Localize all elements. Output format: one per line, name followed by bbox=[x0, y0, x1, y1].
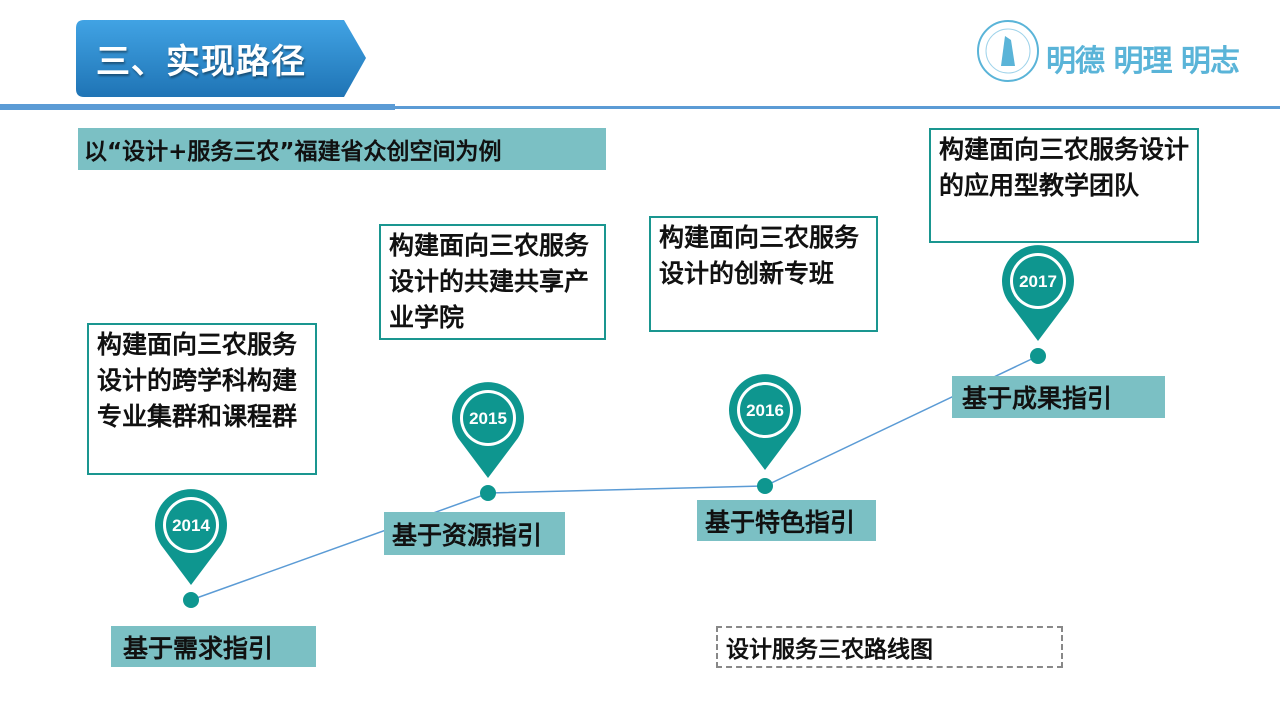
milestone-year: 2016 bbox=[746, 401, 784, 420]
timeline-node bbox=[757, 478, 773, 494]
milestone-2017-description: 构建面向三农服务设计的应用型教学团队 bbox=[929, 128, 1199, 243]
roadmap-line bbox=[190, 355, 1039, 601]
milestone-2014-description: 构建面向三农服务设计的跨学科构建专业集群和课程群 bbox=[87, 323, 317, 475]
subtitle-banner: 以“设计+服务三农”福建省众创空间为例 bbox=[78, 128, 606, 170]
milestone-year: 2014 bbox=[172, 516, 210, 535]
milestone-2015-guide: 基于资源指引 bbox=[384, 512, 565, 555]
timeline-node bbox=[480, 485, 496, 501]
map-pin-2017-icon: 2017 bbox=[1002, 245, 1074, 341]
map-pin-2015-icon: 2015 bbox=[451, 382, 524, 478]
milestone-2014-guide: 基于需求指引 bbox=[111, 626, 316, 667]
section-title-tab bbox=[76, 20, 366, 97]
milestone-2015-description: 构建面向三农服务设计的共建共享产业学院 bbox=[379, 224, 606, 340]
milestone-2017-guide: 基于成果指引 bbox=[952, 376, 1165, 418]
university-motto: 明德 明理 明志 bbox=[1046, 44, 1240, 79]
header-divider bbox=[0, 104, 395, 110]
timeline-node bbox=[183, 592, 199, 608]
header-divider-thin bbox=[395, 106, 1280, 109]
milestone-2016-guide: 基于特色指引 bbox=[697, 500, 876, 541]
milestone-year: 2017 bbox=[1019, 272, 1057, 291]
milestone-2016-description: 构建面向三农服务设计的创新专班 bbox=[649, 216, 878, 332]
timeline-node bbox=[1030, 348, 1046, 364]
map-pin-2014-icon: 2014 bbox=[155, 489, 227, 585]
section-title: 三、实现路径 bbox=[96, 42, 306, 82]
milestone-year: 2015 bbox=[469, 409, 507, 428]
map-pin-2016-icon: 2016 bbox=[728, 374, 801, 470]
university-seal-icon bbox=[977, 20, 1039, 82]
roadmap-caption: 设计服务三农路线图 bbox=[716, 626, 1063, 668]
